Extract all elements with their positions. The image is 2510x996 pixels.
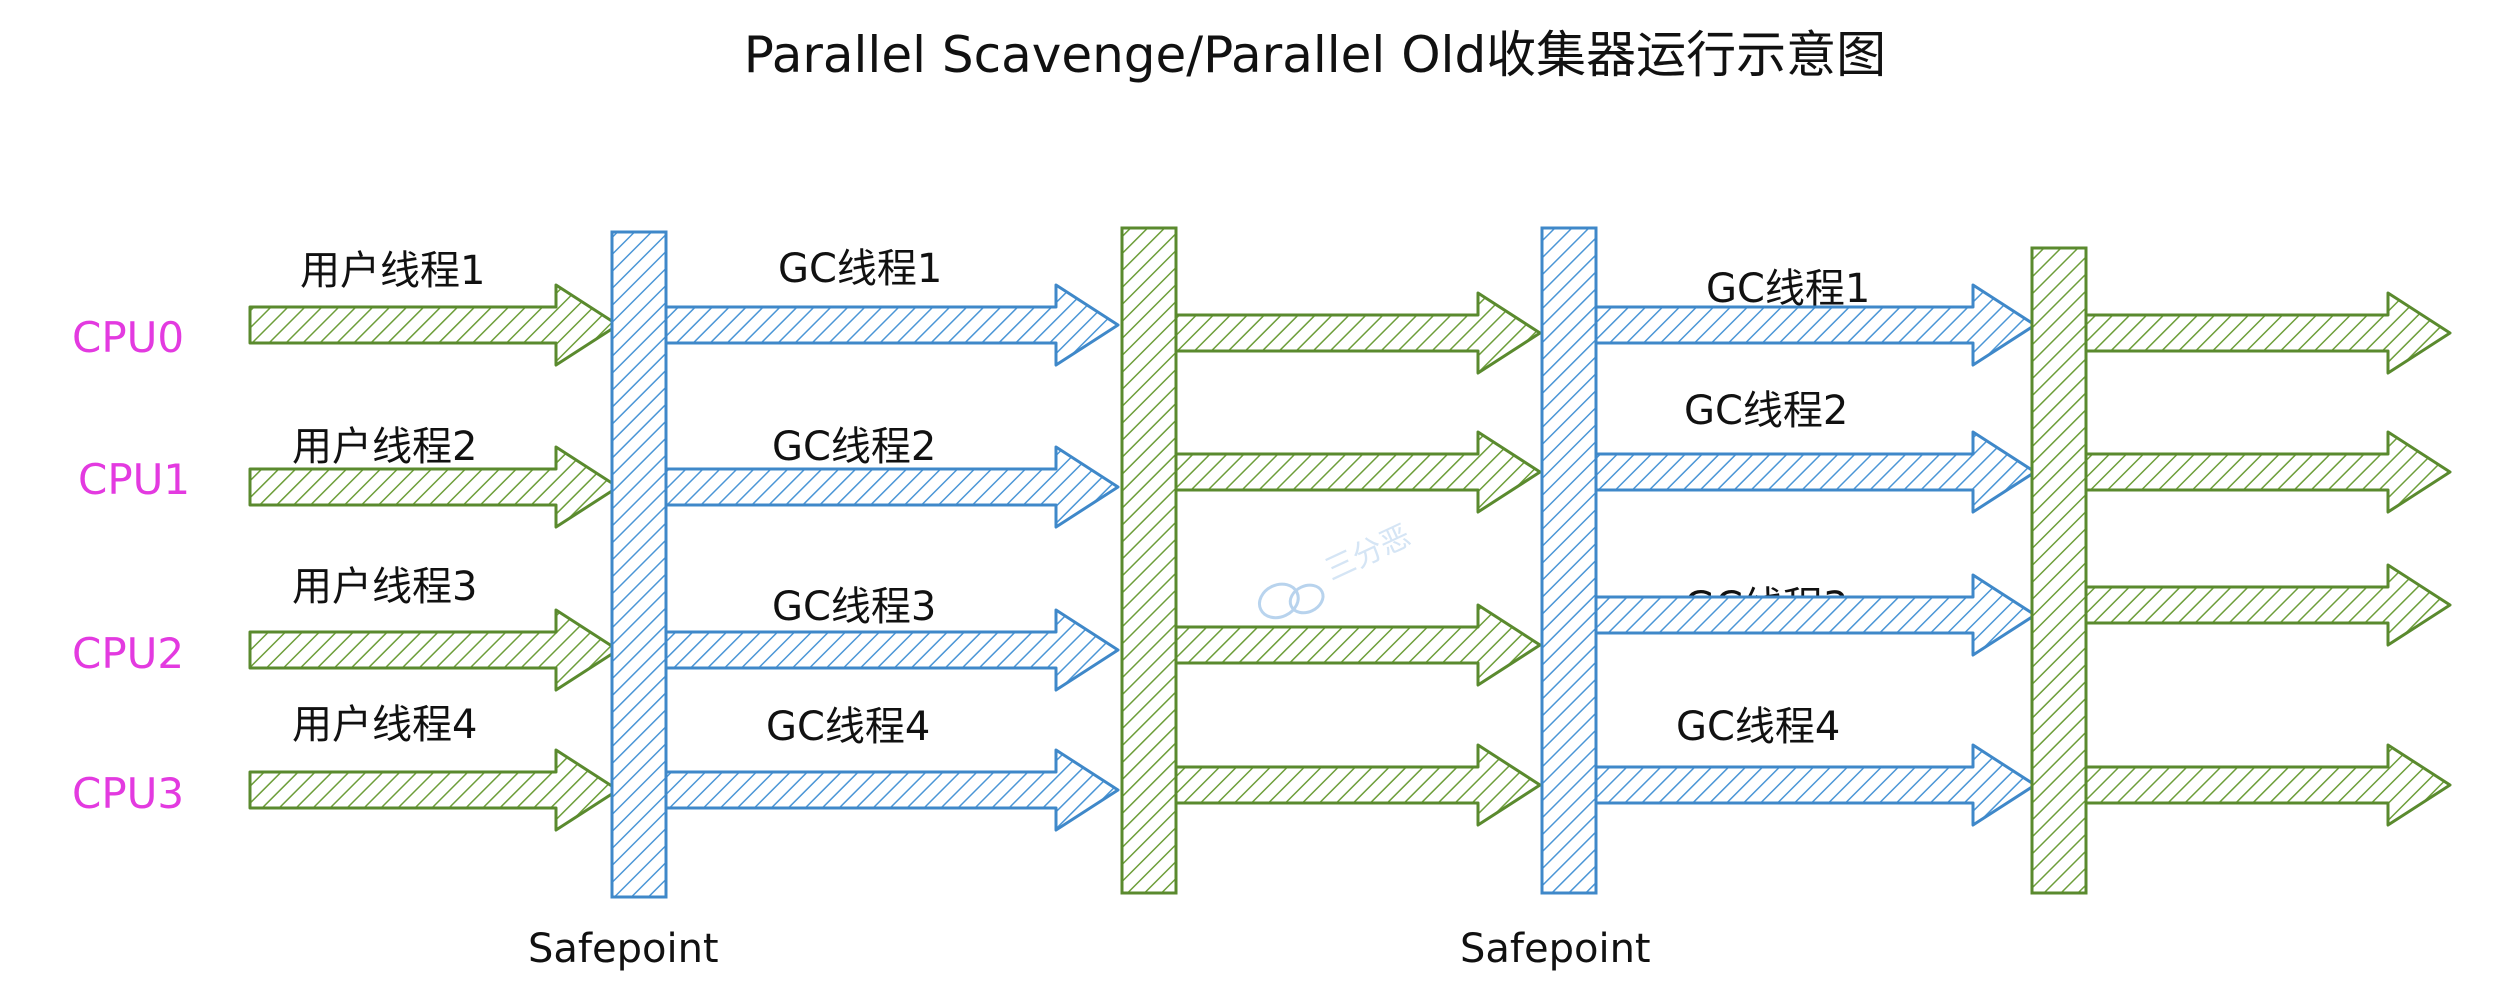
- cpu-label-0: CPU0: [72, 313, 184, 362]
- gc-thread-label-3: GC线程3: [772, 584, 936, 630]
- gc-thread-label-1b: GC线程1: [1706, 266, 1870, 312]
- safepoint-bar-1: [610, 230, 668, 899]
- user-thread-final-arrow-1: [2083, 291, 2452, 375]
- safepoint-label-1: Safepoint: [528, 926, 719, 972]
- cpu-label-1: CPU1: [78, 455, 190, 504]
- watermark-text: 三分恶: [1320, 518, 1416, 588]
- gc-thread-arrow-4: [658, 748, 1120, 832]
- gc-thread-label-2: GC线程2: [772, 424, 936, 470]
- user-thread-label-2: 用户线程2: [292, 424, 477, 470]
- user-thread-resume-arrow-4: [1173, 743, 1542, 827]
- gc-thread-arrow-b-3: [1588, 573, 2037, 657]
- cpu-label-2: CPU2: [72, 629, 184, 678]
- cpu-label-3: CPU3: [72, 769, 184, 818]
- phase-bars: [610, 226, 2088, 899]
- thread-arrows: [248, 283, 2452, 832]
- user-thread-resume-arrow-3: [1173, 603, 1542, 687]
- gc-thread-arrow-3: [658, 608, 1120, 692]
- gc-thread-label-4: GC线程4: [766, 704, 930, 750]
- gc-thread-arrow-b-2: [1588, 430, 2037, 514]
- gc-end-bar-1: [1120, 226, 1178, 895]
- gc-end-bar-2: [2030, 246, 2088, 895]
- user-thread-resume-arrow-1: [1173, 291, 1542, 375]
- safepoint-label-2: Safepoint: [1460, 926, 1651, 972]
- user-thread-arrow-1: [248, 283, 620, 367]
- user-thread-final-arrow-2: [2083, 430, 2452, 514]
- user-thread-final-arrow-3: [2083, 563, 2452, 647]
- user-thread-arrow-4: [248, 748, 620, 832]
- gc-thread-arrow-b-1: [1588, 283, 2037, 367]
- user-thread-resume-arrow-2: [1173, 430, 1542, 514]
- gc-thread-label-2b: GC线程2: [1684, 388, 1848, 434]
- watermark: 三分恶: [1258, 518, 1416, 620]
- gc-thread-label-4b: GC线程4: [1676, 704, 1840, 750]
- diagram-title: Parallel Scavenge/Parallel Old收集器运行示意图: [744, 26, 1886, 84]
- gc-thread-label-1: GC线程1: [778, 246, 942, 292]
- user-thread-final-arrow-4: [2083, 743, 2452, 827]
- user-thread-arrow-3: [248, 608, 620, 692]
- user-thread-label-1: 用户线程1: [300, 248, 485, 294]
- gc-thread-arrow-1: [658, 283, 1120, 367]
- gc-thread-arrow-b-4: [1588, 743, 2037, 827]
- user-thread-label-3: 用户线程3: [292, 564, 477, 610]
- safepoint-bar-2: [1540, 226, 1598, 895]
- user-thread-arrow-2: [248, 445, 620, 529]
- user-thread-label-4: 用户线程4: [292, 702, 477, 748]
- wechat-icon: [1258, 582, 1325, 620]
- gc-thread-arrow-2: [658, 445, 1120, 529]
